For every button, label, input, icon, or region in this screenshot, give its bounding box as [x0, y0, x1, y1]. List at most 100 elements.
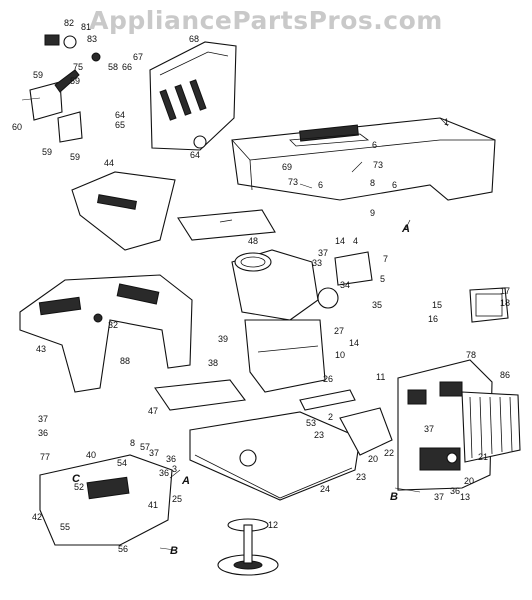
callout: 21 — [478, 452, 488, 462]
callout: 15 — [432, 300, 442, 310]
callout: 34 — [340, 280, 350, 290]
callout: 59 — [33, 70, 43, 80]
callout: 37 — [434, 492, 444, 502]
callout: 78 — [466, 350, 476, 360]
callout: 35 — [372, 300, 382, 310]
callout: 32 — [108, 320, 118, 330]
callout: 64 — [115, 110, 125, 120]
callout: 43 — [36, 344, 46, 354]
callout: 86 — [500, 370, 510, 380]
bracket — [299, 389, 393, 456]
callout: 57 — [140, 442, 150, 452]
callout: 36 — [450, 486, 460, 496]
watermark: AppliancePartsPros.com — [89, 6, 443, 35]
callout: 37 — [318, 248, 328, 258]
callout: 17 — [500, 286, 510, 296]
callout: 54 — [117, 458, 127, 468]
callout: 37 — [38, 414, 48, 424]
callout: 65 — [115, 120, 125, 130]
key-switch — [44, 34, 101, 62]
callout: 47 — [148, 406, 158, 416]
rear-cover — [71, 171, 176, 251]
callout: 77 — [40, 452, 50, 462]
callout: 8 — [130, 438, 135, 448]
callout: 26 — [323, 374, 333, 384]
callout: 38 — [208, 358, 218, 368]
callout: 33 — [312, 258, 322, 268]
callout: B — [390, 491, 398, 503]
leader-lines — [159, 117, 449, 551]
callout: 42 — [32, 512, 42, 522]
fender — [19, 274, 193, 393]
callout: 48 — [248, 236, 258, 246]
callout: 75 — [73, 62, 83, 72]
callout: 53 — [306, 418, 316, 428]
heat-shield — [244, 319, 326, 393]
side-panel — [39, 454, 173, 546]
callout: 60 — [12, 122, 22, 132]
callout: 1 — [444, 117, 449, 127]
callout: 23 — [314, 430, 324, 440]
callout: 23 — [356, 472, 366, 482]
callout: 82 — [64, 18, 74, 28]
frame — [189, 411, 361, 501]
lever-assembly — [21, 69, 83, 143]
callout: 27 — [334, 326, 344, 336]
callout: 67 — [133, 52, 143, 62]
callout: 58 — [108, 62, 118, 72]
callout: 2 — [328, 412, 333, 422]
callout: 36 — [166, 454, 176, 464]
callout: 6 — [372, 140, 377, 150]
callout: 5 — [380, 274, 385, 284]
callout: 25 — [172, 494, 182, 504]
callout: 9 — [370, 208, 375, 218]
callout: 7 — [383, 254, 388, 264]
engine — [231, 249, 373, 321]
callout: 14 — [335, 236, 345, 246]
callout: 73 — [288, 177, 298, 187]
callout: 6 — [318, 180, 323, 190]
callout: 40 — [86, 450, 96, 460]
callout: 41 — [148, 500, 158, 510]
callout: 12 — [268, 520, 278, 530]
callout: 36 — [159, 468, 169, 478]
callout: 10 — [335, 350, 345, 360]
pulley — [217, 518, 279, 576]
callout: 4 — [353, 236, 358, 246]
callout: 55 — [60, 522, 70, 532]
callout: 20 — [464, 476, 474, 486]
callout: 81 — [81, 22, 91, 32]
callout: 18 — [500, 298, 510, 308]
callout: 24 — [320, 484, 330, 494]
callout: 66 — [122, 62, 132, 72]
callout: 64 — [190, 150, 200, 160]
callout: 83 — [87, 34, 97, 44]
callout: 59 — [70, 76, 80, 86]
callout: 52 — [74, 482, 84, 492]
callout-labels: 82 83 81 58 67 68 66 59 75 59 60 59 59 6… — [12, 18, 510, 557]
callout: 3 — [172, 464, 177, 474]
callout: 69 — [282, 162, 292, 172]
callout: 11 — [376, 372, 385, 382]
callout: 73 — [373, 160, 383, 170]
callout: 36 — [38, 428, 48, 438]
callout: 39 — [218, 334, 228, 344]
callout: A — [401, 223, 410, 235]
callout: 59 — [42, 147, 52, 157]
headlight — [469, 287, 509, 323]
battery-tray — [177, 209, 276, 241]
callout: 68 — [189, 34, 199, 44]
callout: 14 — [349, 338, 359, 348]
callout: 13 — [460, 492, 470, 502]
hood — [231, 117, 496, 201]
callout: 56 — [118, 544, 128, 554]
dash-panel — [149, 41, 237, 151]
callout: 22 — [384, 448, 394, 458]
callout: 44 — [104, 158, 114, 168]
callout: 59 — [70, 152, 80, 162]
callout: 8 — [370, 178, 375, 188]
callout: 88 — [120, 356, 130, 366]
callout: 20 — [368, 454, 378, 464]
callout: 6 — [392, 180, 397, 190]
